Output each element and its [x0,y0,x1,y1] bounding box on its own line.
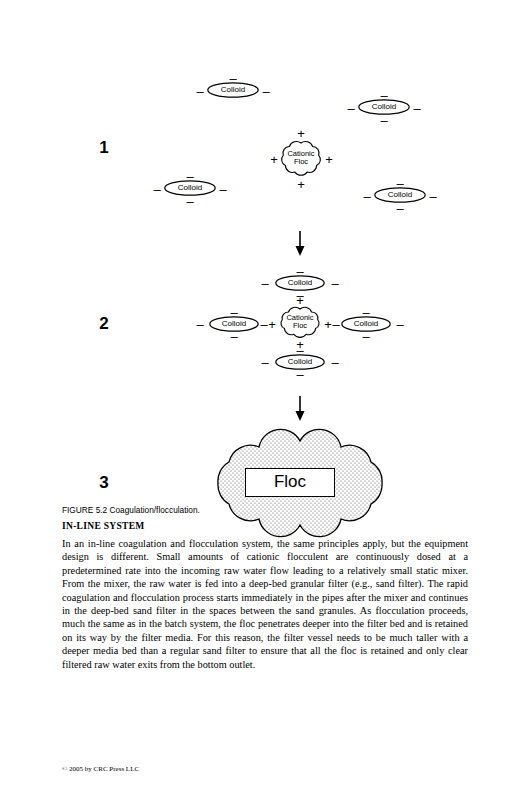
charge-sign: – [380,89,387,102]
charge-sign: – [261,277,268,290]
charge-sign: – [196,85,203,98]
charge-sign: + [270,153,278,166]
stage-arrow-shaft [299,231,301,248]
floc-box: Floc [245,468,335,497]
charge-sign: – [186,170,193,183]
ellipse-outline [165,181,215,195]
charge-sign: + [297,127,305,140]
node-text: Colloid [372,103,396,111]
node-text: Colloid [222,320,246,328]
charge-sign: – [362,330,369,343]
cationic-floc-cloud: Cationic Floc [277,304,323,340]
charge-sign: + [268,318,276,331]
ellipse-outline [359,100,409,114]
charge-sign: – [396,318,403,331]
charge-sign: – [230,330,237,343]
charge-sign: – [413,102,420,115]
node-text: Floc [274,473,306,491]
charge-sign: – [396,202,403,215]
charge-sign: – [261,356,268,369]
node-text: Colloid [388,191,412,199]
charge-sign: – [363,190,370,203]
charge-sign: + [296,294,304,307]
charge-sign: + [324,318,332,331]
floc-cloud [218,429,382,536]
charge-sign: – [332,318,339,331]
charge-sign: – [296,265,303,278]
charge-sign: – [331,356,338,369]
charge-sign: – [230,306,237,319]
copyright-note: © 2005 by CRC Press LLC [62,765,139,773]
stage-number: 2 [99,315,108,332]
node-text: Colloid [288,358,312,366]
body-paragraph: In an in-line coagulation and flocculati… [62,537,468,671]
charge-sign: – [219,183,226,196]
ellipse-outline [375,188,425,202]
charge-sign: – [396,177,403,190]
charge-sign: + [325,153,333,166]
charge-sign: + [297,178,305,191]
charge-sign: – [380,114,387,127]
stage-arrow-head [296,411,305,421]
node-text: Colloid [288,279,312,287]
stage-arrow-head [296,246,305,256]
cloud-outline [282,142,321,176]
stage-number: 1 [99,139,108,156]
charge-sign: – [260,318,267,331]
charge-sign: – [362,306,369,319]
charge-sign: – [186,195,193,208]
node-text: Cationic Floc [284,150,318,166]
stage-number: 3 [99,474,108,491]
charge-sign: – [331,277,338,290]
charge-sign: – [196,318,203,331]
ellipse-outline [208,83,258,97]
charge-sign: – [296,368,303,381]
cationic-floc-cloud: Cationic Floc [278,138,324,178]
charge-sign: – [347,102,354,115]
node-text: Cationic Floc [283,314,317,330]
cloud-outline [281,307,319,337]
stage-arrow-shaft [299,396,301,413]
charge-sign: – [262,85,269,98]
section-heading: IN-LINE SYSTEM [62,521,145,531]
node-text: Colloid [221,86,245,94]
figure-caption: FIGURE 5.2 Coagulation/flocculation. [62,505,200,515]
charge-sign: – [429,190,436,203]
charge-sign: – [153,183,160,196]
node-text: Colloid [178,184,202,192]
charge-sign: – [229,72,236,85]
charge-sign: – [296,344,303,357]
node-text: Colloid [354,320,378,328]
